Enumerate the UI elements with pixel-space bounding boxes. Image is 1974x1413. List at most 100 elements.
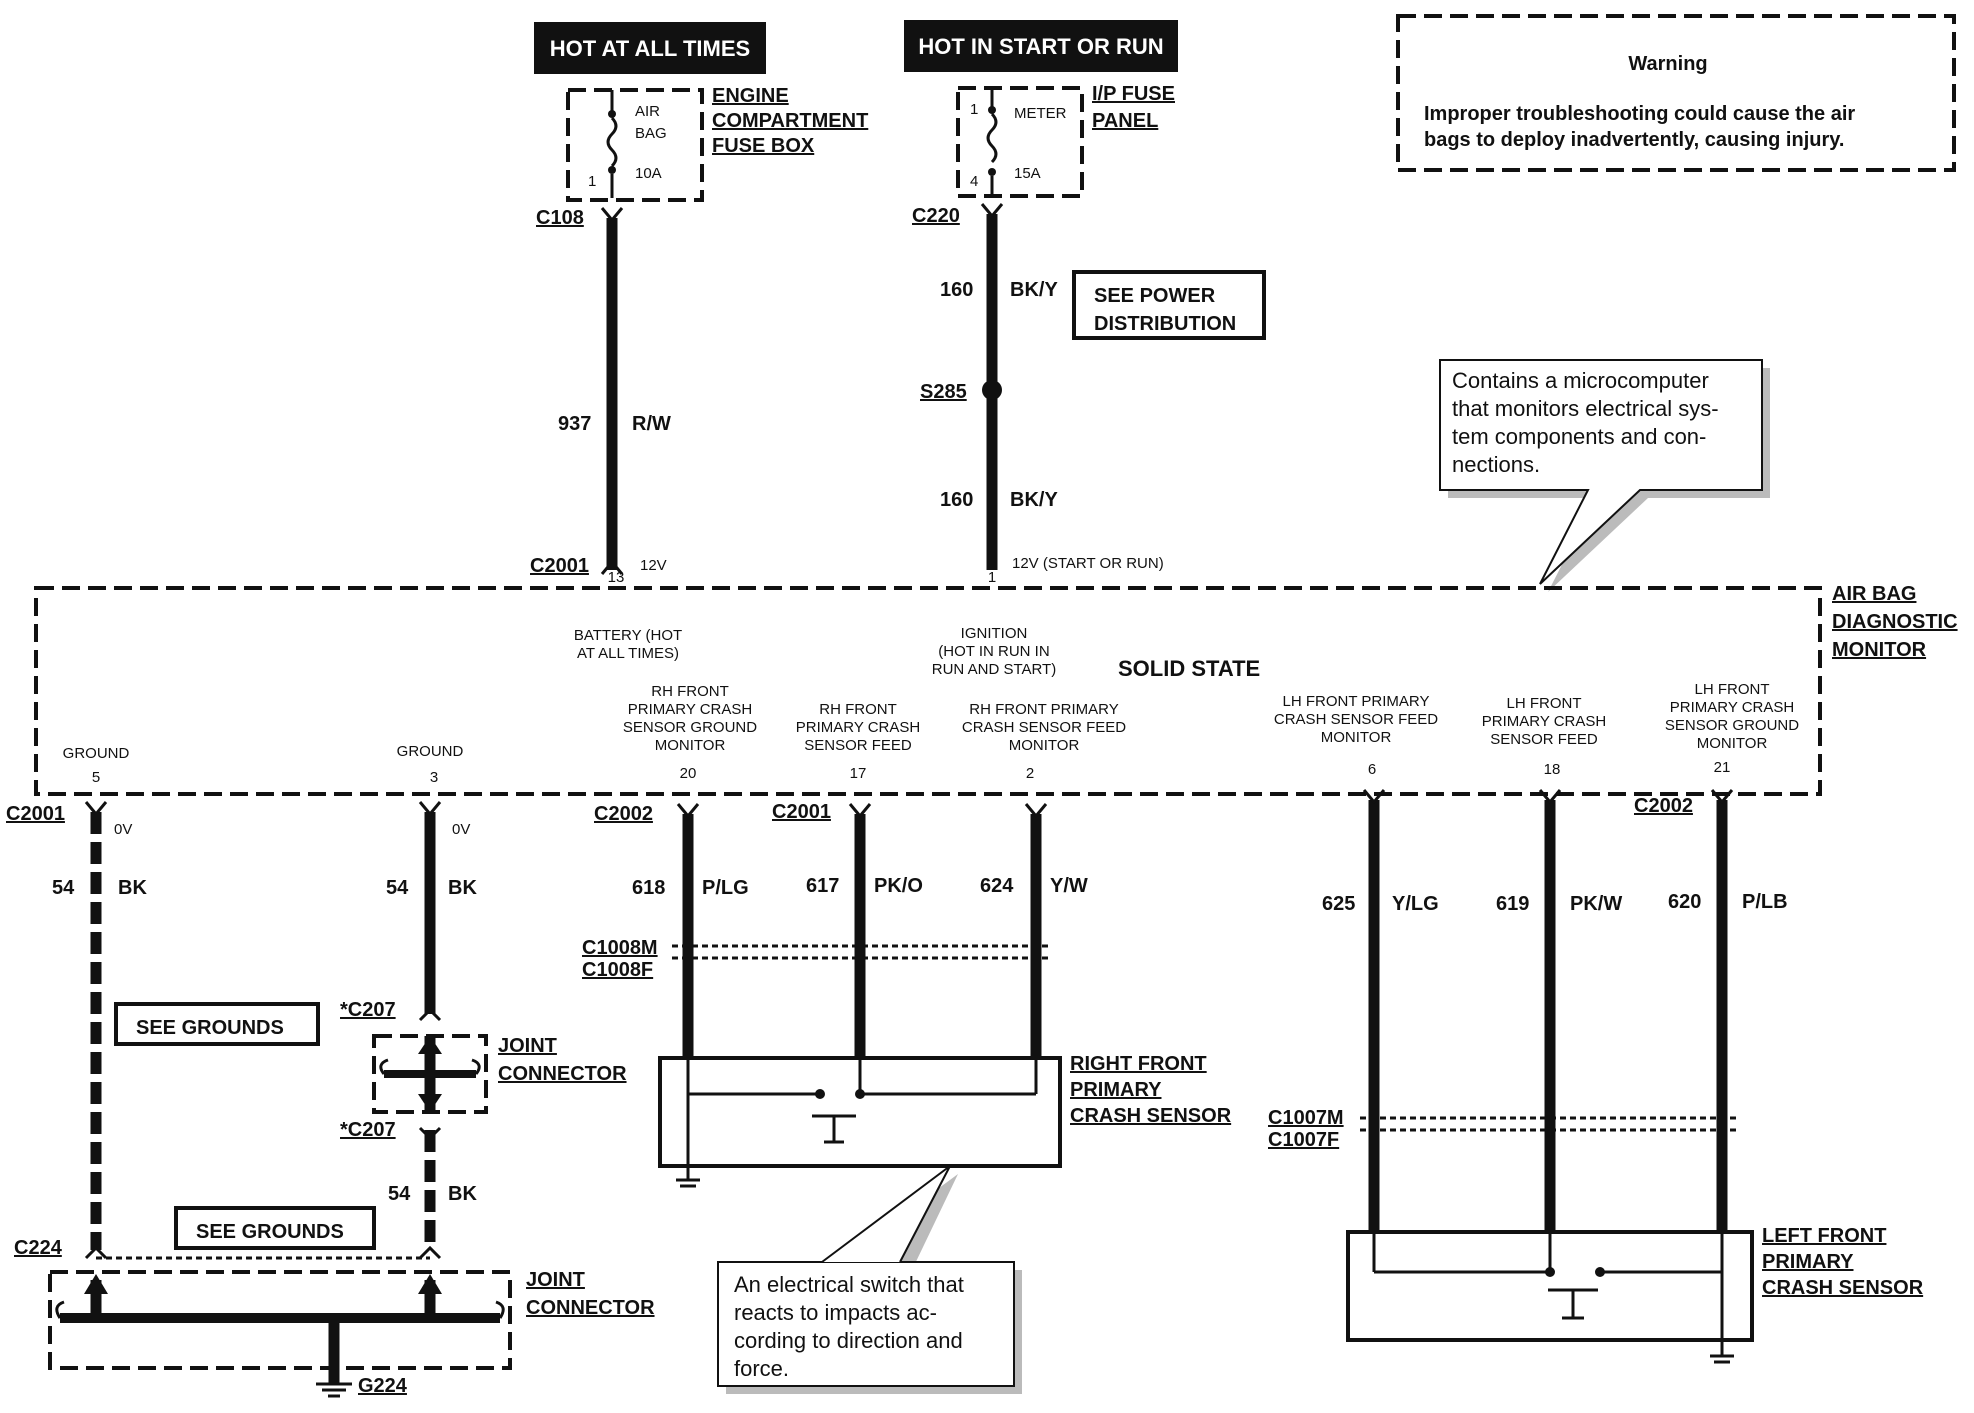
connector-c2001-mid: C2001 [772, 801, 831, 823]
wire-618-color: P/LG [702, 877, 749, 899]
wire-619-color: PK/W [1570, 893, 1622, 915]
pin-1-name-3: RUN AND START) [932, 661, 1056, 678]
wire-160-color-bottom: BK/Y [1010, 489, 1058, 511]
fuse-name-line-1: AIR [635, 103, 660, 120]
left-sensor-label-3: CRASH SENSOR [1762, 1277, 1924, 1299]
wire-937 [600, 207, 624, 575]
wire-937-circuit: 937 [558, 413, 591, 435]
switch-callout: An electrical switch that reacts to impa… [717, 1165, 1022, 1394]
left-front-primary-crash-sensor: LEFT FRONT PRIMARY CRASH SENSOR [1346, 1225, 1924, 1364]
module-pin-3: GROUND 3 [397, 743, 464, 786]
module-pin-2: RH FRONT PRIMARY CRASH SENSOR FEED MONIT… [962, 701, 1126, 782]
ground-g224: G224 [358, 1375, 408, 1397]
pin-13-number: 13 [608, 569, 625, 586]
pin-20-name-1: RH FRONT [651, 683, 729, 700]
see-grounds-box-2[interactable]: SEE GROUNDS [174, 1206, 376, 1250]
module-title-1: AIR BAG [1832, 583, 1916, 605]
pin-1-name-1: IGNITION [961, 625, 1028, 642]
wire-617-circuit: 617 [806, 875, 839, 897]
splice-s285-label: S285 [920, 381, 967, 403]
module-title-3: MONITOR [1832, 639, 1927, 661]
pin-5-name: GROUND [63, 745, 130, 762]
pin-2-name-2: CRASH SENSOR FEED [962, 719, 1126, 736]
pin-21-name-2: PRIMARY CRASH [1670, 699, 1794, 716]
wire-620-circuit: 620 [1668, 891, 1701, 913]
right-sensor-label-1: RIGHT FRONT [1070, 1053, 1207, 1075]
microcomputer-callout-line-4: nections. [1452, 452, 1540, 477]
left-sensor-label-2: PRIMARY [1762, 1251, 1854, 1273]
pin-13-name-1: BATTERY (HOT [574, 627, 682, 644]
pin-20-name-3: SENSOR GROUND [623, 719, 757, 736]
joint-connector-bottom: JOINT CONNECTOR [48, 1269, 655, 1398]
joint-connector-bottom-label-2: CONNECTOR [526, 1297, 655, 1319]
microcomputer-callout-line-3: tem components and con- [1452, 424, 1706, 449]
module-pin-1: 1 IGNITION (HOT IN RUN IN RUN AND START) [932, 569, 1056, 678]
meter-pin-top: 1 [970, 101, 978, 118]
connector-c1008f: C1008F [582, 959, 653, 981]
joint-connector-label-1: JOINT [498, 1035, 557, 1057]
wire-54-c207-circuit: 54 [388, 1183, 411, 1205]
wire-624-circuit: 624 [980, 875, 1014, 897]
pin-17-name-1: RH FRONT [819, 701, 897, 718]
lh-sensor-wires [1360, 789, 1736, 1232]
ip-fuse-panel-title-1: I/P FUSE [1092, 83, 1175, 105]
module-pin-17: RH FRONT PRIMARY CRASH SENSOR FEED 17 [796, 701, 920, 782]
voltage-ground-3: 0V [452, 821, 470, 838]
connector-c2002-b: C2002 [1634, 795, 1693, 817]
air-bag-diagnostic-monitor: AIR BAG DIAGNOSTIC MONITOR SOLID STATE 1… [34, 569, 1958, 796]
right-sensor-label-3: CRASH SENSOR [1070, 1105, 1232, 1127]
hot-at-all-times-label: HOT AT ALL TIMES [550, 36, 750, 61]
module-pin-21: LH FRONT PRIMARY CRASH SENSOR GROUND MON… [1665, 681, 1799, 776]
microcomputer-callout-line-1: Contains a microcomputer [1452, 368, 1709, 393]
wire-54-c207-color: BK [448, 1183, 477, 1205]
rh-sensor-wires [672, 803, 1048, 1058]
pin-21-name-3: SENSOR GROUND [1665, 717, 1799, 734]
pin-18-name-3: SENSOR FEED [1490, 731, 1598, 748]
pin-3-number: 3 [430, 769, 438, 786]
wire-54-pin5-color: BK [118, 877, 147, 899]
wire-54-pin3-circuit: 54 [386, 877, 409, 899]
pin-20-name-4: MONITOR [655, 737, 726, 754]
hot-in-start-or-run-label: HOT IN START OR RUN [918, 34, 1163, 59]
right-sensor-label-2: PRIMARY [1070, 1079, 1162, 1101]
switch-callout-line-3: cording to direction and [734, 1328, 963, 1353]
see-grounds-box-1[interactable]: SEE GROUNDS [114, 1002, 320, 1046]
connector-c2001-left: C2001 [6, 803, 65, 825]
engine-fuse-box-title-1: ENGINE [712, 85, 789, 107]
pin-17-number: 17 [850, 765, 867, 782]
warning-title: Warning [1628, 53, 1707, 75]
connector-c207-bottom: *C207 [340, 1119, 396, 1141]
wire-54-c207-c224 [418, 1126, 442, 1260]
voltage-ignition: 12V (START OR RUN) [1012, 555, 1164, 572]
connector-c1007f: C1007F [1268, 1129, 1339, 1151]
see-grounds-label-2: SEE GROUNDS [196, 1221, 344, 1243]
wire-624-color: Y/W [1050, 875, 1088, 897]
module-pin-5: GROUND 5 [63, 745, 130, 786]
joint-connector-label-2: CONNECTOR [498, 1063, 627, 1085]
wire-618-circuit: 618 [632, 877, 665, 899]
joint-connector-c207: JOINT CONNECTOR [372, 1034, 627, 1114]
right-front-primary-crash-sensor: RIGHT FRONT PRIMARY CRASH SENSOR [658, 1053, 1232, 1188]
pin-20-number: 20 [680, 765, 697, 782]
connector-c207-top: *C207 [340, 999, 396, 1021]
meter-fuse-rating: 15A [1014, 165, 1041, 182]
pin-6-name-2: CRASH SENSOR FEED [1274, 711, 1438, 728]
microcomputer-callout: Contains a microcomputer that monitors e… [1439, 359, 1770, 592]
pin-3-name: GROUND [397, 743, 464, 760]
wire-160-color-top: BK/Y [1010, 279, 1058, 301]
connector-c2001-top: C2001 [530, 555, 589, 577]
meter-pin-bottom: 4 [970, 173, 978, 190]
engine-fuse-box-title-2: COMPARTMENT [712, 110, 868, 132]
wire-54-pin3-color: BK [448, 877, 477, 899]
pin-5-number: 5 [92, 769, 100, 786]
wire-160-circuit-top: 160 [940, 279, 973, 301]
engine-compartment-fuse-box: AIR BAG 10A 1 ENGINE COMPARTMENT FUSE BO… [566, 85, 868, 202]
pin-2-name-1: RH FRONT PRIMARY [969, 701, 1118, 718]
wire-625-circuit: 625 [1322, 893, 1355, 915]
see-power-distribution-box[interactable]: SEE POWER DISTRIBUTION [1072, 270, 1266, 340]
wire-54-pin5-circuit: 54 [52, 877, 75, 899]
pin-6-name-3: MONITOR [1321, 729, 1392, 746]
pin-1-name-2: (HOT IN RUN IN [938, 643, 1049, 660]
voltage-battery: 12V [640, 557, 667, 574]
